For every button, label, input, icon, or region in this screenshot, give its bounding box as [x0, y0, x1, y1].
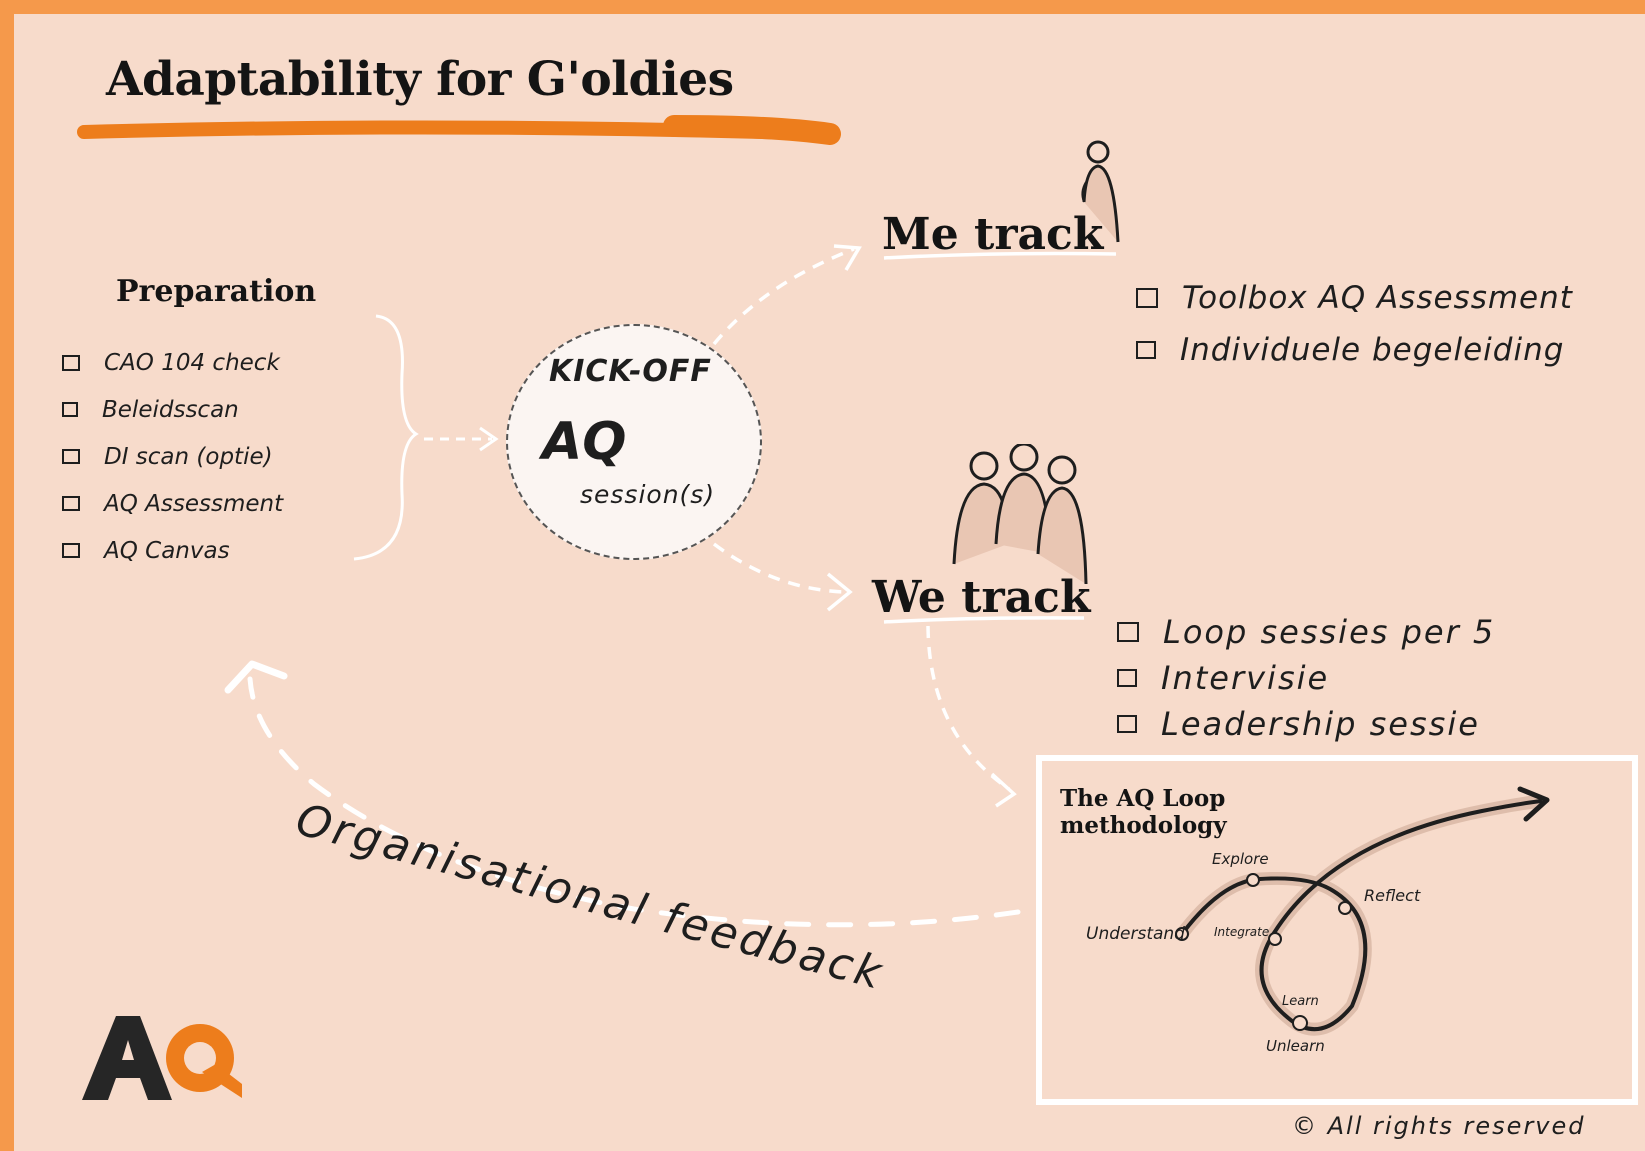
checklist-item: CAO 104 check: [62, 339, 283, 386]
stage-reflect: Reflect: [1364, 886, 1421, 905]
stage-node: [1338, 901, 1352, 915]
stage-node: [1292, 1015, 1308, 1031]
checkbox-icon: [1117, 622, 1139, 642]
checklist-item: Individuele begeleiding: [1136, 324, 1573, 376]
checklist-item: Intervisie: [1117, 655, 1495, 701]
canvas-board: Adaptability for G'oldies Preparation: [14, 14, 1645, 1151]
checklist-item: AQ Assessment: [62, 480, 283, 527]
group-icon: [952, 444, 1088, 585]
loop-title: The AQ Loop methodology: [1060, 785, 1227, 839]
kickoff-circle: [506, 324, 762, 560]
checkbox-icon: [62, 496, 80, 511]
aq-logo: [82, 1012, 262, 1102]
checkbox-icon: [62, 449, 80, 464]
stage-learn: Learn: [1282, 994, 1319, 1009]
person-icon: [1081, 140, 1120, 243]
aq-loop-panel: The AQ Loop methodology Understand Explo…: [1036, 755, 1638, 1105]
stage-integrate: Integrate: [1214, 925, 1269, 939]
checklist-item: AQ Canvas: [62, 527, 283, 574]
checkbox-icon: [1117, 669, 1137, 687]
loop-diagram: Understand Explore Integrate Reflect Lea…: [1086, 786, 1550, 1055]
checkbox-icon: [62, 354, 80, 371]
we-track-heading: We track: [872, 572, 1091, 623]
checkbox-icon: [62, 402, 78, 417]
checklist-item: Beleidsscan: [62, 386, 283, 433]
preparation-heading: Preparation: [116, 274, 317, 309]
stage-node: [1246, 873, 1260, 887]
me-track-list: Toolbox AQ Assessment Individuele begele…: [1136, 272, 1573, 376]
stage-node: [1268, 932, 1282, 946]
checklist-item: DI scan (optie): [62, 433, 283, 480]
connector-arrows: [224, 244, 1117, 928]
we-track-list: Loop sessies per 5 Intervisie Leadership…: [1117, 609, 1495, 747]
copyright-text: © All rights reserved: [1292, 1112, 1586, 1140]
kickoff-aq: AQ: [542, 412, 627, 472]
stage-understand: Understand: [1086, 924, 1185, 944]
stage-unlearn: Unlearn: [1266, 1037, 1325, 1055]
stage-explore: Explore: [1212, 850, 1269, 868]
checklist-item: Toolbox AQ Assessment: [1136, 272, 1573, 324]
title-underline: [77, 115, 841, 145]
kickoff-session: session(s): [580, 480, 716, 509]
logo-mark: [82, 1016, 242, 1100]
page-title: Adaptability for G'oldies: [106, 52, 734, 107]
checkbox-icon: [62, 543, 80, 558]
checklist-item: Leadership sessie: [1117, 701, 1495, 747]
checklist-item: Loop sessies per 5: [1117, 609, 1495, 655]
checkbox-icon: [1136, 341, 1156, 359]
kickoff-label: KICK-OFF: [549, 354, 712, 389]
checkbox-icon: [1136, 288, 1158, 308]
stage-node: [1175, 927, 1189, 941]
checkbox-icon: [1117, 715, 1137, 733]
preparation-list: CAO 104 check Beleidsscan DI scan (optie…: [62, 339, 283, 574]
me-track-heading: Me track: [882, 209, 1104, 260]
